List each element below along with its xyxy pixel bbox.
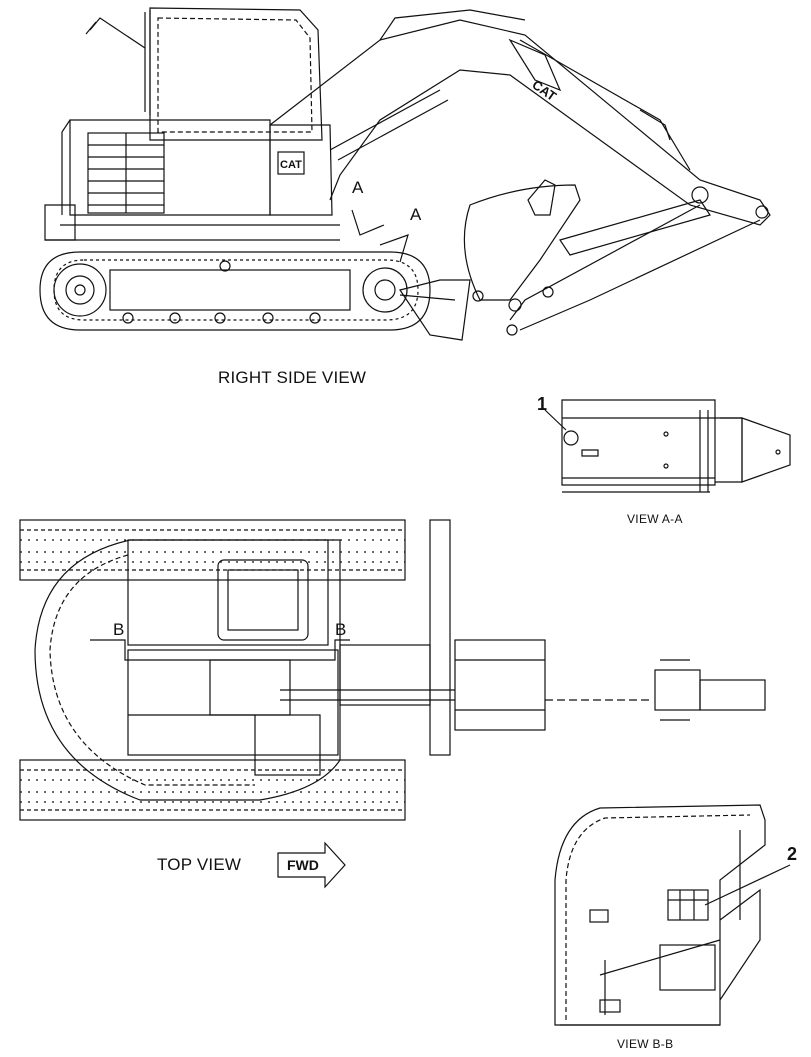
section-b-markers <box>90 639 350 661</box>
section-b-left-label: B <box>113 620 125 639</box>
bucket <box>463 179 581 336</box>
callout-1-leader <box>544 409 567 431</box>
callout-2-leader <box>704 864 791 906</box>
right-side-view-drawing: CAT CAT <box>39 7 771 341</box>
top-view-drawing <box>19 519 766 821</box>
fwd-arrow <box>277 841 346 889</box>
top-view-label: TOP VIEW <box>157 855 242 874</box>
right-side-view-label: RIGHT SIDE VIEW <box>218 368 367 387</box>
callout-2: 2 <box>787 844 798 864</box>
fwd-label: FWD <box>287 857 319 873</box>
section-a-markers <box>351 209 409 263</box>
track-right-side <box>39 251 431 331</box>
callout-1: 1 <box>537 394 548 414</box>
decal-position-marker <box>563 430 579 446</box>
decal-position-box <box>667 889 709 921</box>
section-a-left-label: A <box>352 178 364 197</box>
svg-text:CAT: CAT <box>280 159 302 171</box>
view-bb-label: VIEW B-B <box>617 1037 674 1051</box>
view-aa-label: VIEW A-A <box>627 512 683 526</box>
section-b-right-label: B <box>335 620 347 639</box>
track-top-lower <box>19 759 406 821</box>
engine-grille <box>87 132 165 214</box>
track-top-upper <box>19 519 406 581</box>
section-a-right-label: A <box>410 205 422 224</box>
boom-arm: CAT <box>269 9 771 331</box>
view-bb-drawing <box>554 804 791 1026</box>
view-aa-drawing <box>544 399 791 493</box>
cab-logo-plate <box>277 151 305 175</box>
